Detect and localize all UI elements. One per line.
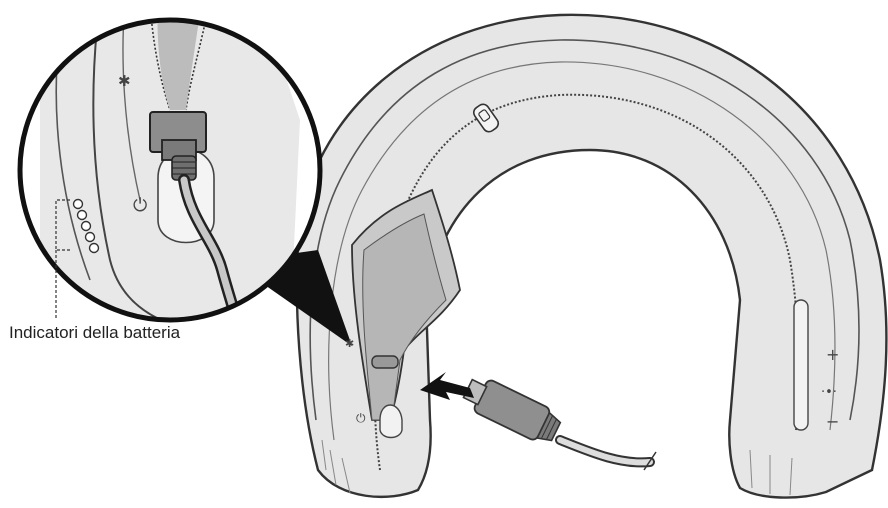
speaker-body (297, 15, 887, 498)
volume-up-icon: + (826, 347, 839, 363)
power-icon-zoom: ⏻ (133, 197, 147, 215)
volume-down-icon: − (826, 414, 839, 430)
power-icon: ⏻ (356, 412, 366, 424)
battery-indicators-label: Indicatori della batteria (9, 323, 180, 343)
bluetooth-icon-zoom: ✱ (118, 74, 131, 89)
action-button-icon: ·•· (821, 386, 837, 399)
bluetooth-icon: ✱ (345, 338, 354, 349)
usb-port (372, 356, 398, 368)
power-button-slot (380, 405, 402, 438)
usb-cable-plug (420, 372, 656, 470)
volume-slot (794, 300, 808, 430)
